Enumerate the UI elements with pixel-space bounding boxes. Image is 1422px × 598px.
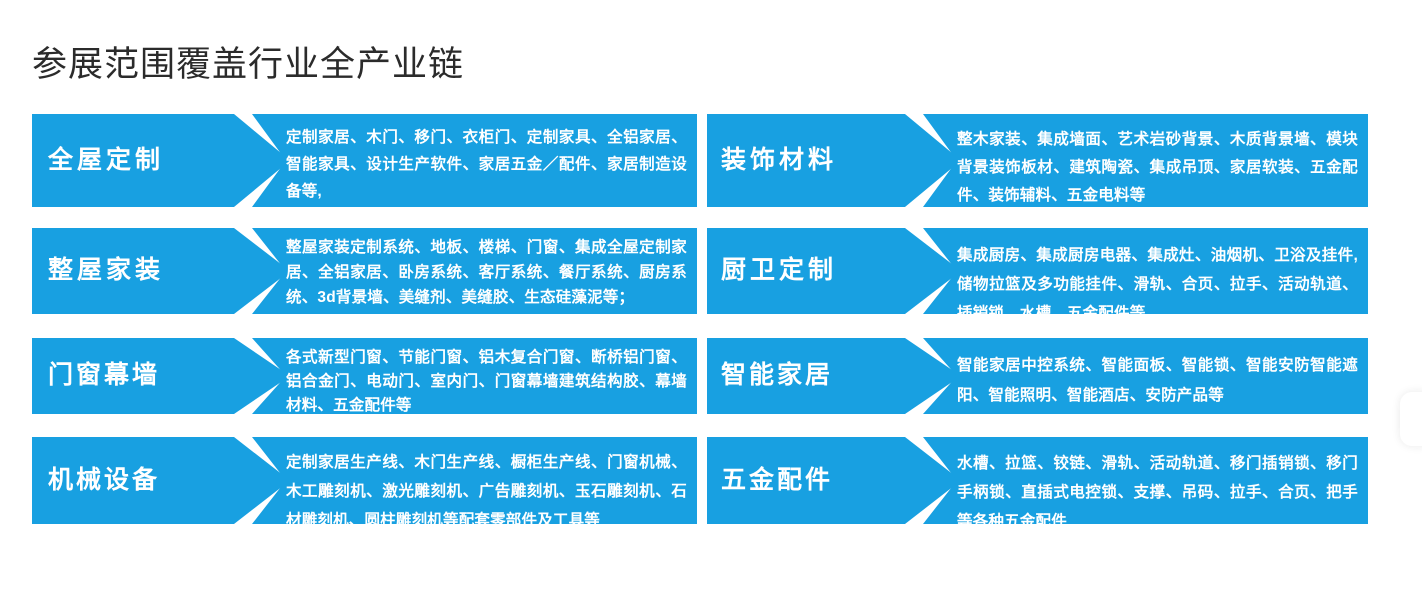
category-label: 厨卫定制 (721, 256, 838, 285)
category-scope-text: 整屋家装定制系统、地板、楼梯、门窗、集成全屋定制家居、全铝家居、卧房系统、客厅系… (286, 239, 687, 306)
category-scope-text: 集成厨房、集成厨房电器、集成灶、油烟机、卫浴及挂件, 储物拉篮及多功能挂件、滑轨… (957, 247, 1358, 314)
category-label-block: 五金配件 (707, 437, 961, 524)
category-scope-text: 智能家居中控系统、智能面板、智能锁、智能安防智能遮阳、智能照明、智能酒店、安防产… (957, 357, 1358, 404)
category-banner-kitchen-bath-customization[interactable]: 厨卫定制 集成厨房、集成厨房电器、集成灶、油烟机、卫浴及挂件, 储物拉篮及多功能… (707, 228, 1368, 314)
category-label: 装饰材料 (721, 145, 838, 174)
category-scope-text: 定制家居、木门、移门、衣柜门、定制家具、全铝家居、智能家具、设计生产软件、家居五… (286, 129, 687, 200)
category-label-block: 智能家居 (707, 338, 961, 414)
category-banner-grid: 全屋定制 定制家居、木门、移门、衣柜门、定制家具、全铝家居、智能家具、设计生产软… (32, 114, 1368, 524)
category-scope-block: 智能家居中控系统、智能面板、智能锁、智能安防智能遮阳、智能照明、智能酒店、安防产… (923, 338, 1368, 414)
category-label-block: 装饰材料 (707, 114, 961, 207)
category-banner-whole-house-decoration[interactable]: 整屋家装 整屋家装定制系统、地板、楼梯、门窗、集成全屋定制家居、全铝家居、卧房系… (32, 228, 697, 314)
category-label-block: 门窗幕墙 (32, 338, 290, 414)
category-scope-text: 各式新型门窗、节能门窗、铝木复合门窗、断桥铝门窗、铝合金门、电动门、室内门、门窗… (286, 349, 687, 414)
category-scope-block: 水槽、拉篮、铰链、滑轨、活动轨道、移门插销锁、移门手柄锁、直插式电控锁、支撑、吊… (923, 437, 1368, 524)
category-label-block: 全屋定制 (32, 114, 290, 207)
category-banner-decorative-materials[interactable]: 装饰材料 整木家装、集成墙面、艺术岩砂背景、木质背景墙、模块背景装饰板材、建筑陶… (707, 114, 1368, 207)
category-label: 五金配件 (721, 465, 834, 494)
category-scope-text: 定制家居生产线、木门生产线、橱柜生产线、门窗机械、木工雕刻机、激光雕刻机、广告雕… (286, 454, 687, 524)
category-label: 智能家居 (721, 361, 834, 390)
edge-floating-widget[interactable] (1400, 392, 1422, 446)
category-scope-block: 整木家装、集成墙面、艺术岩砂背景、木质背景墙、模块背景装饰板材、建筑陶瓷、集成吊… (923, 114, 1368, 207)
category-label: 门窗幕墙 (48, 361, 161, 390)
category-label-block: 机械设备 (32, 437, 290, 524)
category-scope-text: 整木家装、集成墙面、艺术岩砂背景、木质背景墙、模块背景装饰板材、建筑陶瓷、集成吊… (957, 131, 1358, 204)
category-label-block: 整屋家装 (32, 228, 290, 314)
category-scope-block: 各式新型门窗、节能门窗、铝木复合门窗、断桥铝门窗、铝合金门、电动门、室内门、门窗… (252, 338, 697, 414)
category-banner-doors-windows-curtain-wall[interactable]: 门窗幕墙 各式新型门窗、节能门窗、铝木复合门窗、断桥铝门窗、铝合金门、电动门、室… (32, 338, 697, 414)
category-label-block: 厨卫定制 (707, 228, 961, 314)
category-scope-block: 定制家居生产线、木门生产线、橱柜生产线、门窗机械、木工雕刻机、激光雕刻机、广告雕… (252, 437, 697, 524)
category-banner-smart-home[interactable]: 智能家居 智能家居中控系统、智能面板、智能锁、智能安防智能遮阳、智能照明、智能酒… (707, 338, 1368, 414)
category-banner-whole-house-customization[interactable]: 全屋定制 定制家居、木门、移门、衣柜门、定制家具、全铝家居、智能家具、设计生产软… (32, 114, 697, 207)
category-banner-hardware-accessories[interactable]: 五金配件 水槽、拉篮、铰链、滑轨、活动轨道、移门插销锁、移门手柄锁、直插式电控锁… (707, 437, 1368, 524)
category-label: 整屋家装 (48, 256, 165, 285)
category-scope-block: 整屋家装定制系统、地板、楼梯、门窗、集成全屋定制家居、全铝家居、卧房系统、客厅系… (252, 228, 697, 314)
category-scope-text: 水槽、拉篮、铰链、滑轨、活动轨道、移门插销锁、移门手柄锁、直插式电控锁、支撑、吊… (957, 455, 1358, 524)
category-scope-block: 定制家居、木门、移门、衣柜门、定制家具、全铝家居、智能家具、设计生产软件、家居五… (252, 114, 697, 207)
category-banner-machinery-equipment[interactable]: 机械设备 定制家居生产线、木门生产线、橱柜生产线、门窗机械、木工雕刻机、激光雕刻… (32, 437, 697, 524)
page-title: 参展范围覆盖行业全产业链 (32, 45, 465, 85)
category-scope-block: 集成厨房、集成厨房电器、集成灶、油烟机、卫浴及挂件, 储物拉篮及多功能挂件、滑轨… (923, 228, 1368, 314)
category-label: 机械设备 (48, 465, 161, 494)
category-label: 全屋定制 (48, 145, 165, 174)
